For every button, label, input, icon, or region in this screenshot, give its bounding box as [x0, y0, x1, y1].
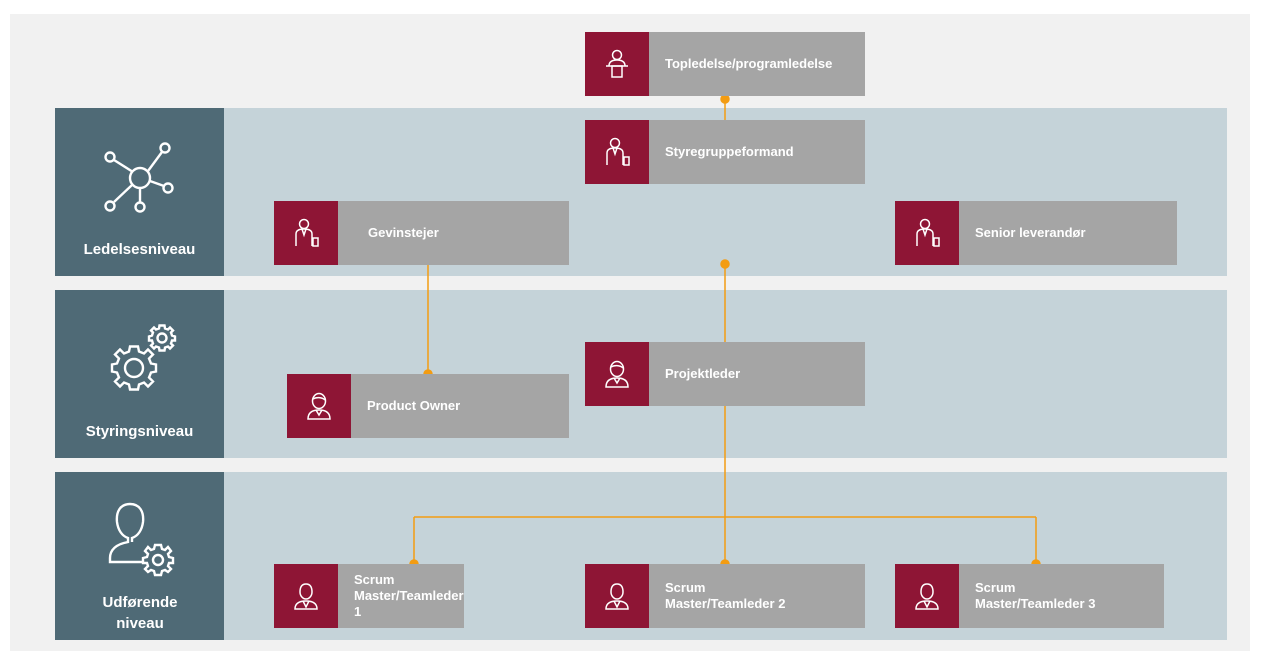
team-member-icon — [585, 564, 649, 628]
manager-icon — [585, 342, 649, 406]
role-label: Senior leverandør — [959, 201, 1177, 265]
role-scrum-master-1: Scrum Master/Teamleder 1 — [274, 564, 556, 628]
gears-icon — [55, 318, 224, 402]
execution-level-panel: Udførende niveau — [55, 472, 224, 640]
executive-icon — [895, 201, 959, 265]
role-benefit-owner: Gevinstejer — [274, 201, 569, 265]
role-label: Scrum Master/Teamleder 3 — [959, 564, 1164, 628]
role-product-owner: Product Owner — [287, 374, 569, 438]
execution-level-label: Udførende niveau — [102, 594, 178, 632]
executive-icon — [274, 201, 338, 265]
network-hub-icon — [55, 136, 224, 220]
role-label: Gevinstejer — [338, 201, 569, 265]
steering-level-label: Styringsniveau — [85, 423, 194, 440]
executive-icon — [585, 120, 649, 184]
manager-icon — [287, 374, 351, 438]
role-label: Projektleder — [649, 342, 865, 406]
role-label: Scrum Master/Teamleder 2 — [649, 564, 865, 628]
role-scrum-master-2: Scrum Master/Teamleder 2 — [585, 564, 865, 628]
role-top-management: Topledelse/programledelse — [585, 32, 865, 96]
role-label: Topledelse/programledelse — [649, 32, 865, 96]
role-scrum-master-3: Scrum Master/Teamleder 3 — [895, 564, 1164, 628]
role-senior-supplier: Senior leverandør — [895, 201, 1177, 265]
person-gear-icon — [55, 496, 224, 580]
role-steering-chair: Styregruppeformand — [585, 120, 865, 184]
role-label: Product Owner — [351, 374, 569, 438]
role-label: Styregruppeformand — [649, 120, 865, 184]
steering-level-panel: Styringsniveau — [55, 290, 224, 458]
podium-person-icon — [585, 32, 649, 96]
management-level-panel: Ledelsesniveau — [55, 108, 224, 276]
team-member-icon — [895, 564, 959, 628]
role-project-manager: Projektleder — [585, 342, 865, 406]
role-label: Scrum Master/Teamleder 1 — [338, 564, 464, 628]
team-member-icon — [274, 564, 338, 628]
management-level-label: Ledelsesniveau — [83, 241, 196, 258]
